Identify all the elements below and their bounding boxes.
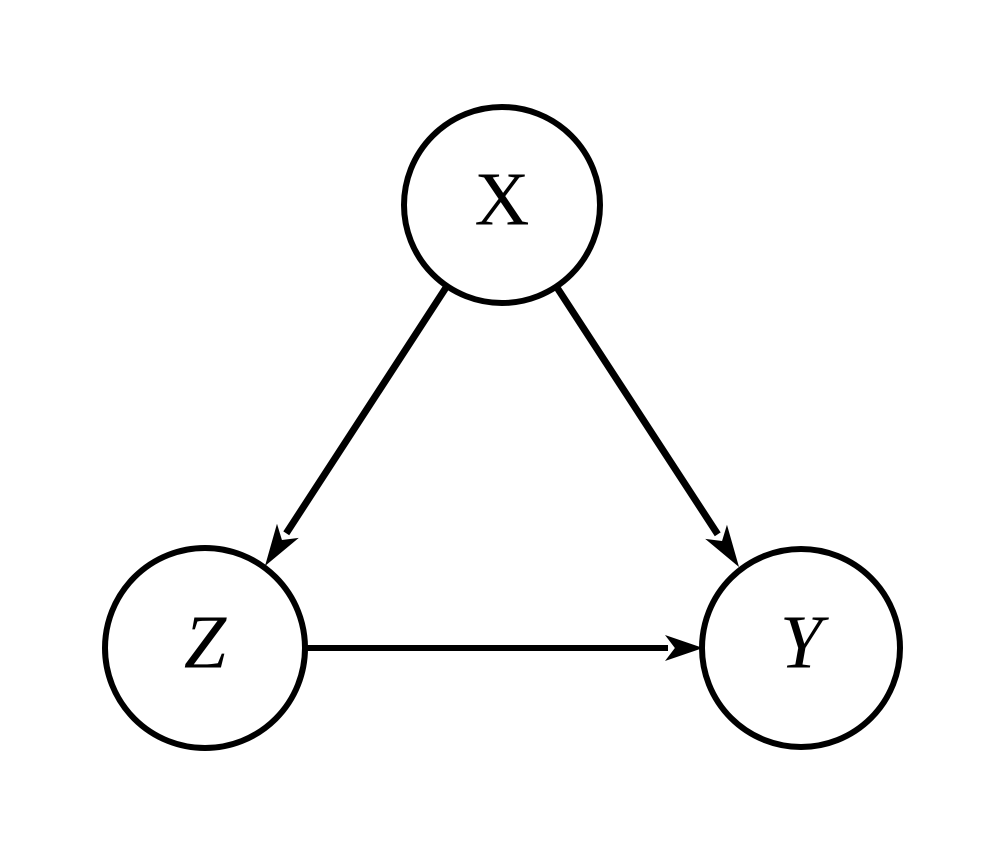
node-x[interactable]: X [401, 104, 603, 306]
node-x-circle [401, 104, 603, 306]
edge-x-to-y-line [553, 284, 721, 537]
node-y-circle [699, 546, 903, 750]
node-z[interactable]: Z [102, 545, 308, 751]
node-y-label: Y [780, 600, 830, 684]
node-y[interactable]: Y [699, 546, 903, 750]
edge-x-to-y[interactable] [553, 284, 739, 567]
edge-x-to-z-line [283, 284, 450, 536]
edge-layer [265, 284, 739, 661]
node-x-label: X [475, 157, 530, 241]
edge-x-to-z-arrowhead [265, 523, 299, 566]
edge-z-to-y-arrowhead [665, 635, 703, 661]
node-z-label: Z [184, 600, 227, 684]
node-layer: X Z Y [102, 104, 903, 751]
edge-x-to-y-arrowhead [705, 524, 739, 567]
node-z-circle [102, 545, 308, 751]
edge-z-to-y[interactable] [306, 635, 703, 661]
edge-x-to-z[interactable] [265, 284, 450, 566]
